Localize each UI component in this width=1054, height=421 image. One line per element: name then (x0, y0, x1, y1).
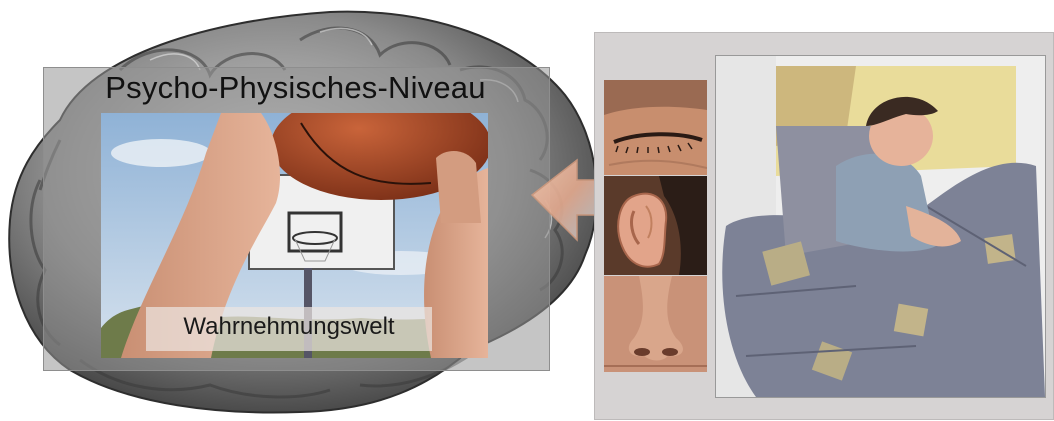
closed-eye-photo (604, 80, 707, 175)
ear-photo (604, 176, 707, 275)
perception-world-label: Wahrnehmungswelt (146, 313, 432, 341)
arrow-icon (527, 155, 602, 250)
sleeping-man-photo (715, 55, 1046, 398)
psycho-physical-level-title: Psycho-Physisches-Niveau (43, 70, 548, 106)
nose-photo (604, 276, 707, 372)
